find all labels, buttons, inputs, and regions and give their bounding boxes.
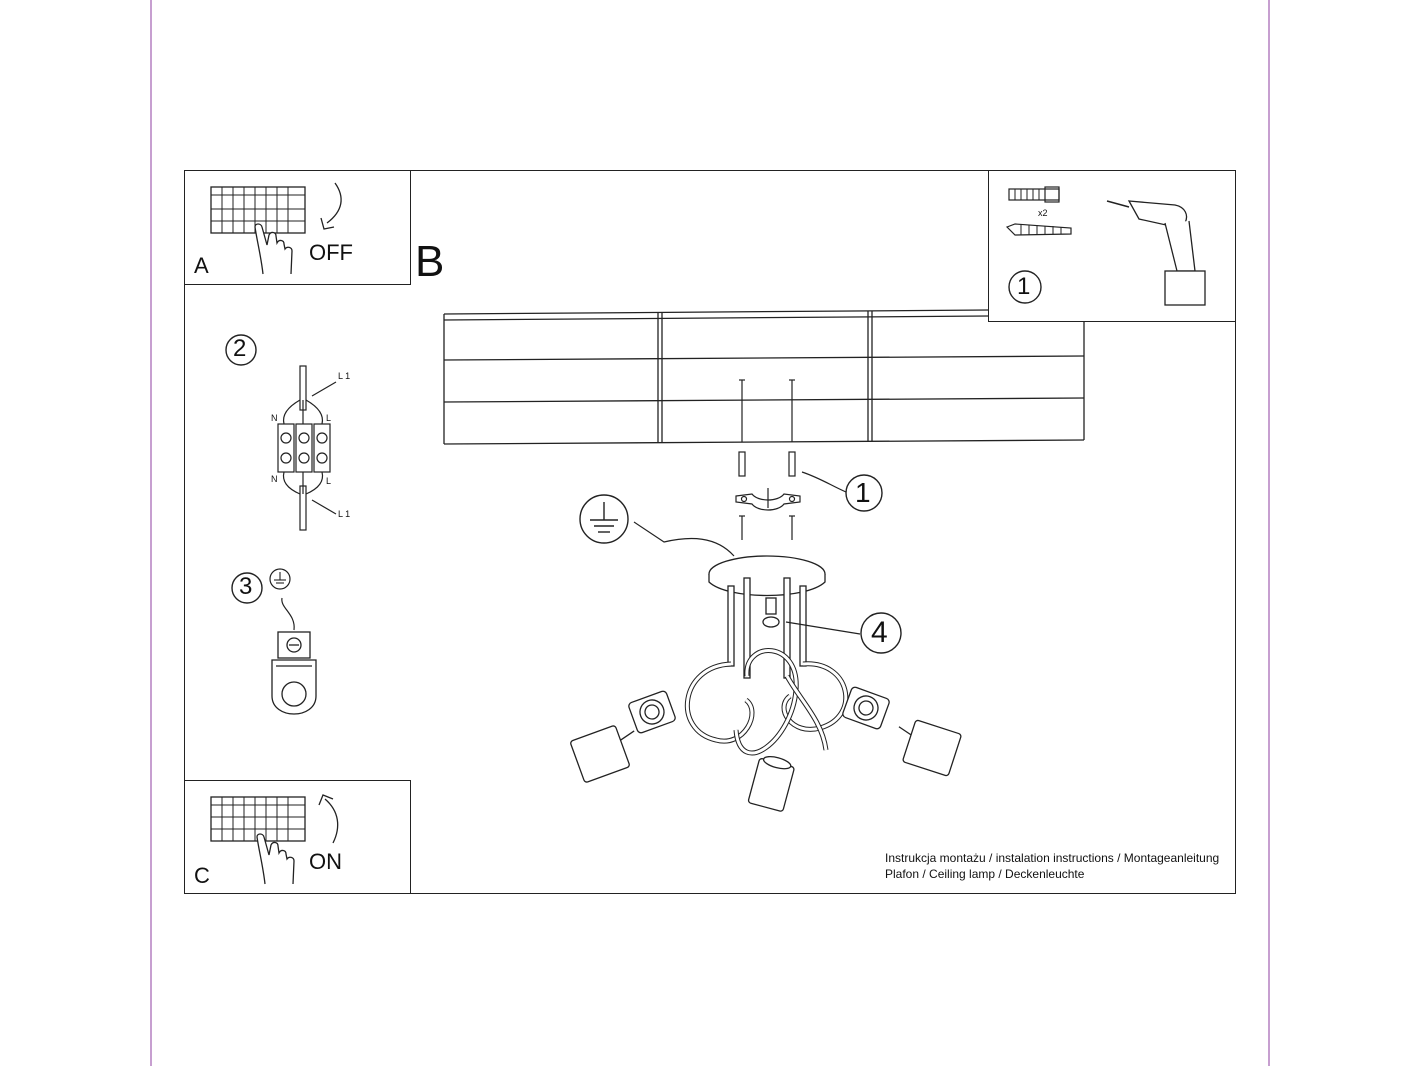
wire-label-n-bottom: N bbox=[271, 474, 278, 484]
step-1-badge bbox=[1008, 270, 1042, 304]
arrow-up-icon bbox=[318, 794, 339, 844]
wire-label-l-bottom: L bbox=[326, 476, 332, 486]
breaker-panel-icon bbox=[210, 796, 306, 885]
step-3-number: 3 bbox=[239, 573, 253, 600]
drill-icon bbox=[1106, 200, 1206, 306]
screw-icon bbox=[1005, 223, 1072, 236]
power-on-label: ON bbox=[309, 849, 342, 874]
footer-caption: Instrukcja montażu / instalation instruc… bbox=[885, 850, 1219, 882]
wire-label-n-top: N bbox=[271, 413, 278, 423]
power-off-label: OFF bbox=[309, 240, 353, 265]
right-margin-line bbox=[1268, 0, 1270, 1066]
instruction-frame bbox=[184, 170, 1236, 894]
panel-c-letter: C bbox=[194, 863, 210, 888]
step-1-number: 1 bbox=[855, 477, 871, 508]
quantity-label: x2 bbox=[1038, 208, 1048, 218]
wire-label-l-top: L bbox=[326, 413, 332, 423]
panel-c: C ON bbox=[184, 780, 411, 894]
arrow-down-icon bbox=[320, 182, 342, 230]
panel-a-letter: A bbox=[194, 253, 209, 278]
footer-line-1: Instrukcja montażu / instalation instruc… bbox=[885, 851, 1220, 865]
panel-a: A OFF bbox=[184, 170, 411, 285]
step-2-number: 2 bbox=[233, 335, 247, 362]
step-1-number: 1 bbox=[1017, 273, 1031, 300]
left-margin-line bbox=[150, 0, 152, 1066]
breaker-panel-icon bbox=[210, 186, 306, 275]
step-4-number: 4 bbox=[871, 616, 888, 649]
wire-label-l1-bottom: L 1 bbox=[338, 509, 351, 519]
wire-label-l1-top: L 1 bbox=[338, 371, 351, 381]
panel-b-letter: B bbox=[415, 237, 445, 286]
footer-line-2: Plafon / Ceiling lamp / Deckenleuchte bbox=[885, 867, 1085, 881]
wall-plug-icon bbox=[1008, 186, 1060, 203]
tools-panel: x2 1 bbox=[988, 170, 1236, 322]
